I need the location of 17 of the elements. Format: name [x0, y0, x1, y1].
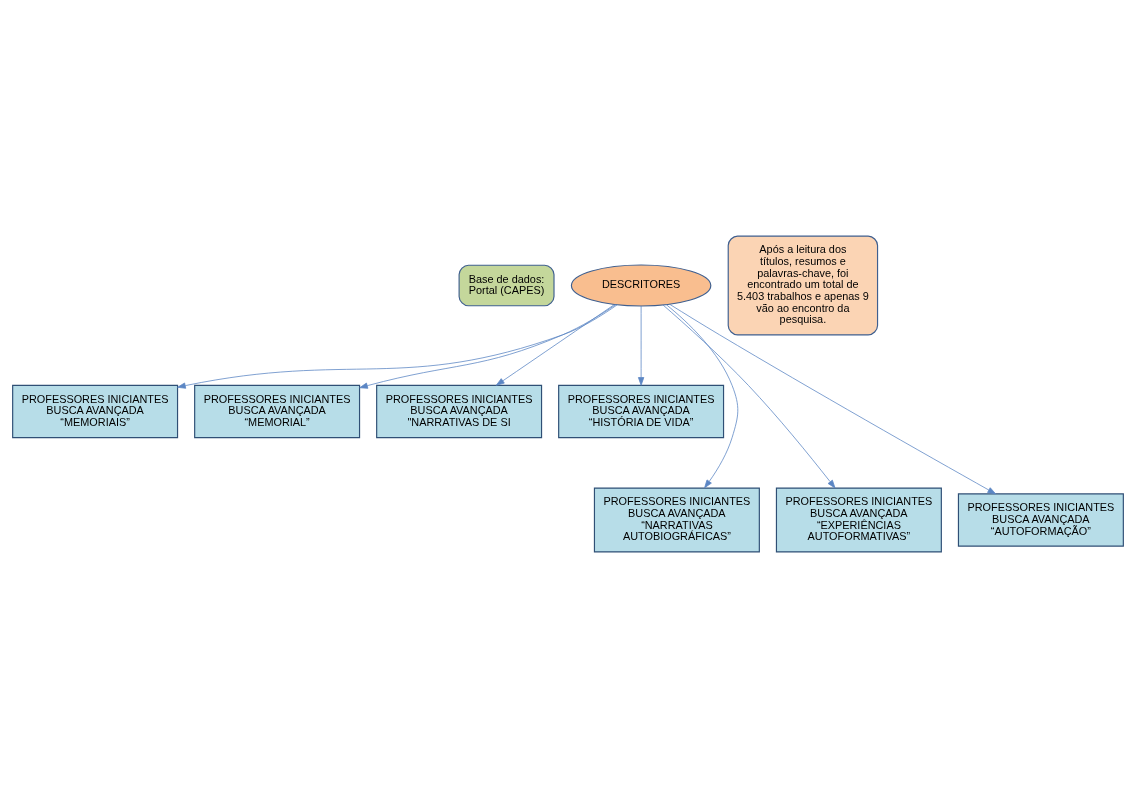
node-box: PROFESSORES INICIANTES BUSCA AVANÇADA “HISTÓRIA DE VIDA” — [558, 384, 725, 438]
node-box: Após a leitura dos títulos, resumos e palavras-chave, foi encontrado um total de 5.403 trabalhos e apenas 9 vão ao encontro da pesquisa. — [727, 235, 879, 335]
arrow — [177, 303, 618, 389]
node-box: PROFESSORES INICIANTES BUSCA AVANÇADA “AUTOFORMAÇÃO” — [957, 492, 1124, 547]
arrow — [359, 303, 617, 389]
node-box: PROFESSORES INICIANTES BUSCA AVANÇADA “MEMORIAIS” — [12, 384, 179, 438]
arrow — [669, 303, 997, 494]
node-box: Base de dados: Portal (CAPES) — [458, 264, 555, 306]
node-box: PROFESSORES INICIANTES BUSCA AVANÇADA “MEMORIAL” — [194, 384, 361, 438]
arrow — [665, 303, 739, 488]
node-box: PROFESSORES INICIANTES BUSCA AVANÇADA “NARRATIVAS AUTOBIOGRÁFICAS” — [593, 487, 760, 552]
arrow — [662, 303, 836, 488]
node-box: PROFESSORES INICIANTES BUSCA AVANÇADA “EXPERIÊNCIAS AUTOFORMATIVAS” — [775, 487, 942, 552]
node-ellipse: DESCRITORES — [570, 263, 712, 307]
arrow — [638, 305, 645, 386]
arrow — [495, 303, 616, 386]
node-box: PROFESSORES INICIANTES BUSCA AVANÇADA "NARRATIVAS DE SI — [376, 384, 543, 438]
